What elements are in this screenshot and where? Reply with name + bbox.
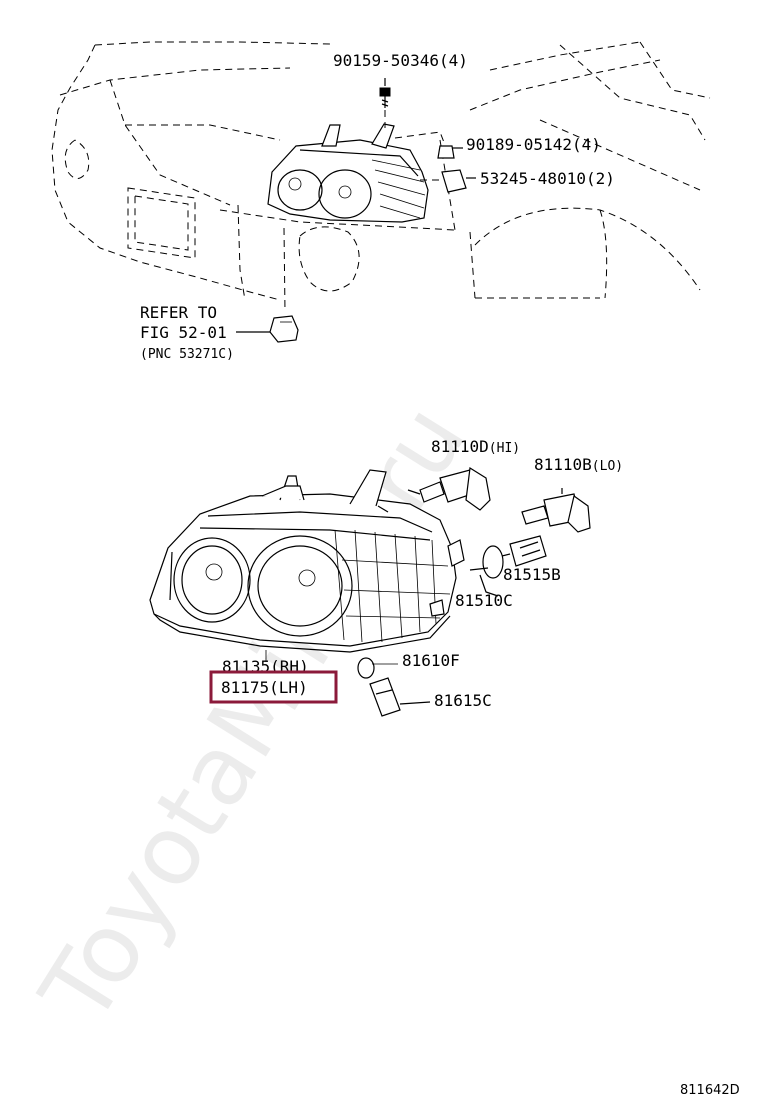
label-pnc-53271c: (PNC 53271C) [140, 347, 234, 362]
label-81610f: 81610F [402, 651, 460, 670]
label-81110b: 81110B(LO) [534, 455, 623, 474]
label-81175-lh[interactable]: 81175(LH) [221, 678, 308, 697]
bolt-90159 [379, 78, 391, 108]
label-90189-05142: 90189-05142(4) [466, 135, 601, 154]
label-81615c: 81615C [434, 691, 492, 710]
socket-81510c [469, 535, 547, 597]
socket-81615c [369, 677, 431, 717]
clip-leader [394, 131, 446, 146]
headlamp-unit-large [149, 469, 465, 653]
bulb-81110d [407, 466, 491, 511]
watermark: ToyotaMiner.ru [19, 386, 488, 1043]
highlight-box [209, 670, 338, 704]
label-81515b: 81515B [503, 565, 561, 584]
label-53245-48010: 53245-48010(2) [480, 169, 615, 188]
diagram-id: 811642D [680, 1083, 740, 1098]
bulb-81515b [482, 545, 511, 579]
clip-90189 [437, 145, 463, 159]
headlamp-assembly-small [267, 123, 429, 223]
bulb-81110b [521, 488, 591, 533]
bracket-leader [283, 227, 286, 313]
label-90159-50346: 90159-50346(4) [333, 51, 468, 70]
bracket-part-53271c [269, 315, 299, 343]
nut-53245 [441, 169, 476, 193]
label-refer-to: REFER TO [140, 303, 217, 322]
label-fig-52-01: FIG 52-01 [140, 323, 227, 342]
vehicle-body-outline [51, 41, 711, 301]
label-81110d: 81110D(HI) [431, 437, 520, 456]
bulb-81610f [357, 657, 375, 679]
label-81510c: 81510C [455, 591, 513, 610]
